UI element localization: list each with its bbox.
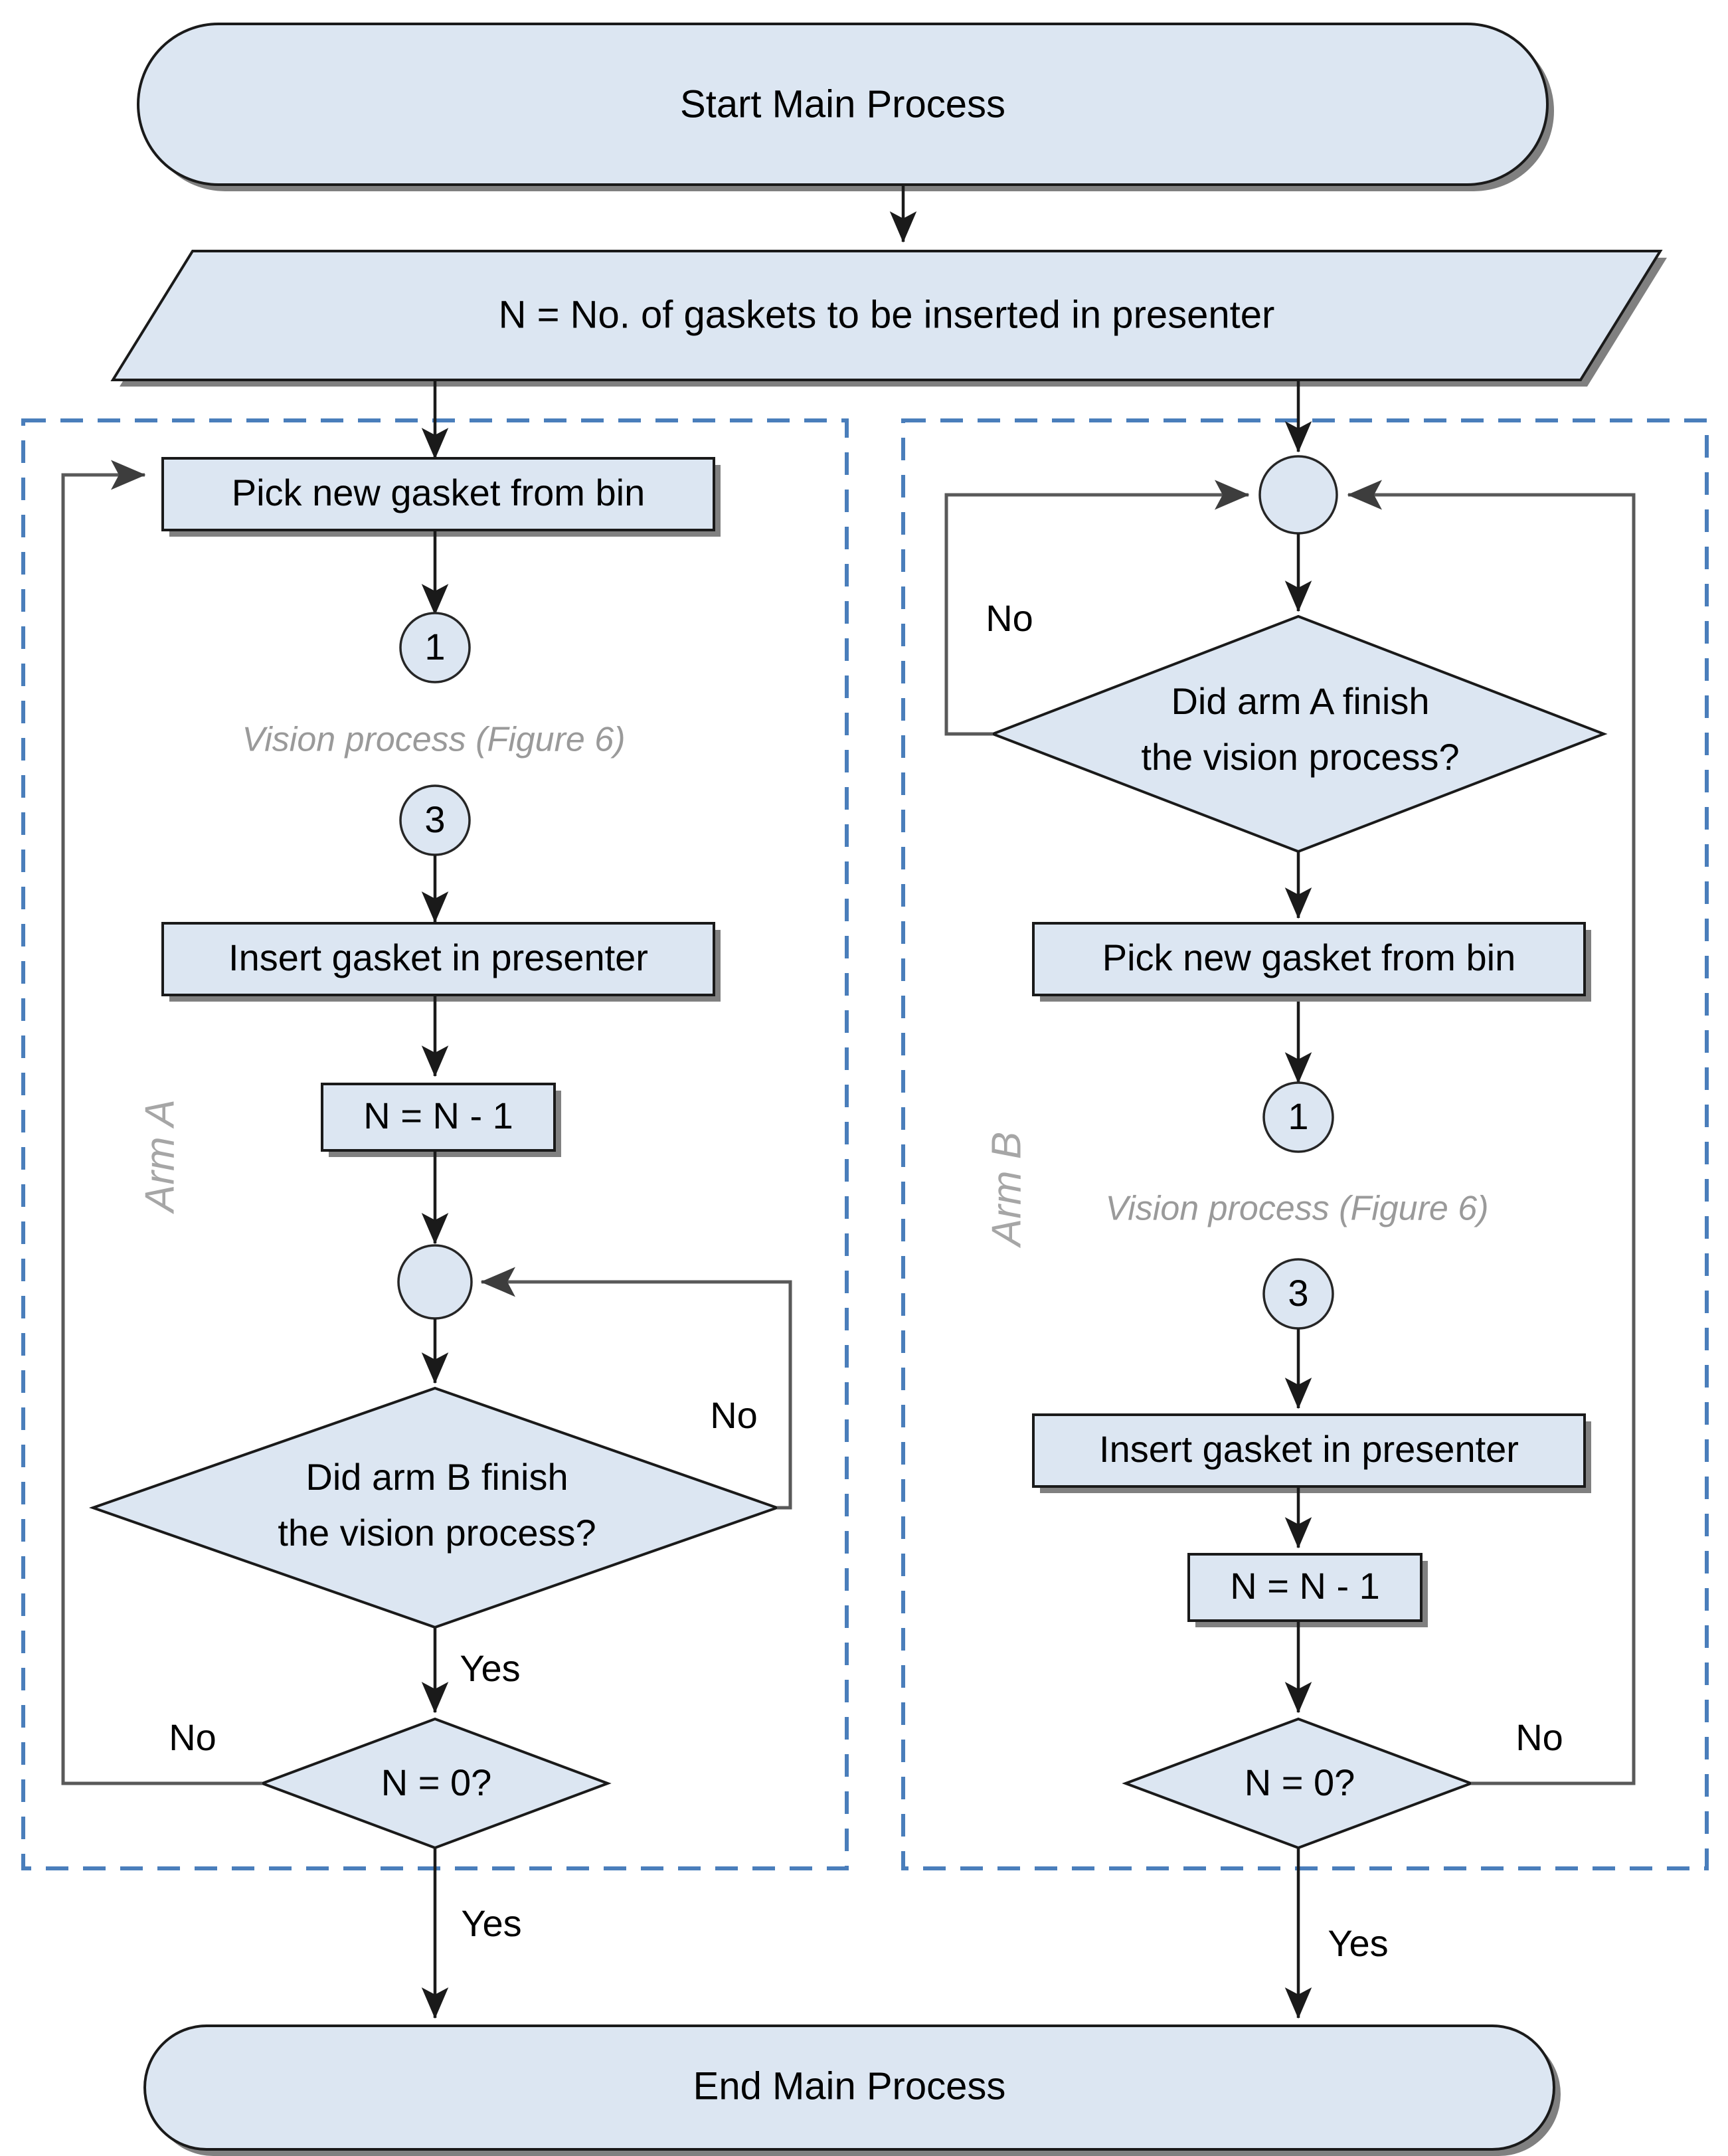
arm-a-sync-decision: Did arm B finish the vision process? bbox=[88, 1386, 782, 1629]
swimlane-label-arm-b: Arm B bbox=[984, 1132, 1029, 1249]
start-terminator: Start Main Process bbox=[137, 23, 1554, 191]
arm-b-count-decision: N = 0? bbox=[1122, 1717, 1475, 1850]
arm-a-decrement-label: N = N - 1 bbox=[363, 1095, 513, 1136]
edge-arm-a-count-no-loop bbox=[61, 460, 262, 1785]
arm-a-sync-decision-line2: the vision process? bbox=[278, 1512, 596, 1554]
arm-b-decrement-process: N = N - 1 bbox=[1187, 1553, 1428, 1627]
arm-b-count-yes-label: Yes bbox=[1328, 1922, 1388, 1964]
arm-a-vision-note: Vision process (Figure 6) bbox=[242, 721, 625, 759]
swimlane-arm-b bbox=[901, 418, 1709, 1870]
swimlane-label-arm-a: Arm A bbox=[137, 1099, 183, 1215]
arm-b-count-decision-label: N = 0? bbox=[1245, 1761, 1355, 1803]
arm-b-vision-note: Vision process (Figure 6) bbox=[1105, 1190, 1488, 1228]
arm-b-connector-in: 1 bbox=[1262, 1081, 1334, 1153]
arm-a-insert-process: Insert gasket in presenter bbox=[161, 922, 721, 1002]
arm-a-count-yes-label: Yes bbox=[461, 1902, 521, 1944]
arm-a-decrement-process: N = N - 1 bbox=[321, 1083, 561, 1157]
arm-b-connector-out: 3 bbox=[1262, 1258, 1334, 1330]
arm-b-sync-decision-line1: Did arm A finish bbox=[1171, 680, 1429, 722]
arm-a-connector-in-label: 1 bbox=[424, 626, 445, 668]
arm-b-sync-decision: Did arm A finish the vision process? bbox=[989, 614, 1608, 853]
arm-b-connector-out-label: 3 bbox=[1288, 1272, 1308, 1314]
arm-a-pick-label: Pick new gasket from bin bbox=[232, 472, 645, 513]
arm-b-decrement-label: N = N - 1 bbox=[1230, 1565, 1380, 1607]
init-data-label: N = No. of gaskets to be inserted in pre… bbox=[499, 293, 1275, 336]
end-terminator: End Main Process bbox=[143, 2024, 1561, 2156]
edge-arm-a-sync-no-loop bbox=[480, 1267, 792, 1510]
arm-b-sync-no-label: No bbox=[986, 597, 1033, 639]
arm-a-connector-out-label: 3 bbox=[424, 798, 445, 840]
arm-a-connector-in: 1 bbox=[399, 612, 471, 683]
arm-b-pick-process: Pick new gasket from bin bbox=[1032, 922, 1591, 1002]
arm-a-count-decision: N = 0? bbox=[258, 1717, 612, 1850]
arm-a-sync-decision-line1: Did arm B finish bbox=[305, 1456, 568, 1498]
init-data-shape: N = No. of gaskets to be inserted in pre… bbox=[110, 250, 1667, 387]
arm-a-sync-yes-label: Yes bbox=[460, 1647, 520, 1689]
arm-a-connector-out: 3 bbox=[399, 784, 471, 856]
end-terminator-label: End Main Process bbox=[693, 2064, 1006, 2108]
arm-b-sync-decision-line2: the vision process? bbox=[1141, 736, 1459, 778]
arm-b-connector-in-label: 1 bbox=[1288, 1095, 1308, 1137]
arm-a-insert-label: Insert gasket in presenter bbox=[228, 937, 648, 978]
arm-b-insert-process: Insert gasket in presenter bbox=[1032, 1413, 1591, 1493]
edge-arm-b-sync-no-loop bbox=[944, 480, 1250, 736]
arm-a-pick-process: Pick new gasket from bin bbox=[161, 457, 721, 537]
arm-b-merge-node bbox=[1258, 455, 1338, 535]
arm-a-count-no-label: No bbox=[169, 1716, 216, 1758]
arm-b-count-no-label: No bbox=[1515, 1716, 1563, 1758]
arm-b-insert-label: Insert gasket in presenter bbox=[1099, 1428, 1519, 1470]
arm-b-pick-label: Pick new gasket from bin bbox=[1102, 937, 1515, 978]
arm-a-sync-no-label: No bbox=[710, 1394, 758, 1436]
arm-a-merge-node bbox=[397, 1244, 473, 1320]
edge-arm-b-count-no-loop bbox=[1347, 480, 1636, 1785]
start-terminator-label: Start Main Process bbox=[680, 82, 1005, 126]
arm-a-count-decision-label: N = 0? bbox=[381, 1761, 492, 1803]
